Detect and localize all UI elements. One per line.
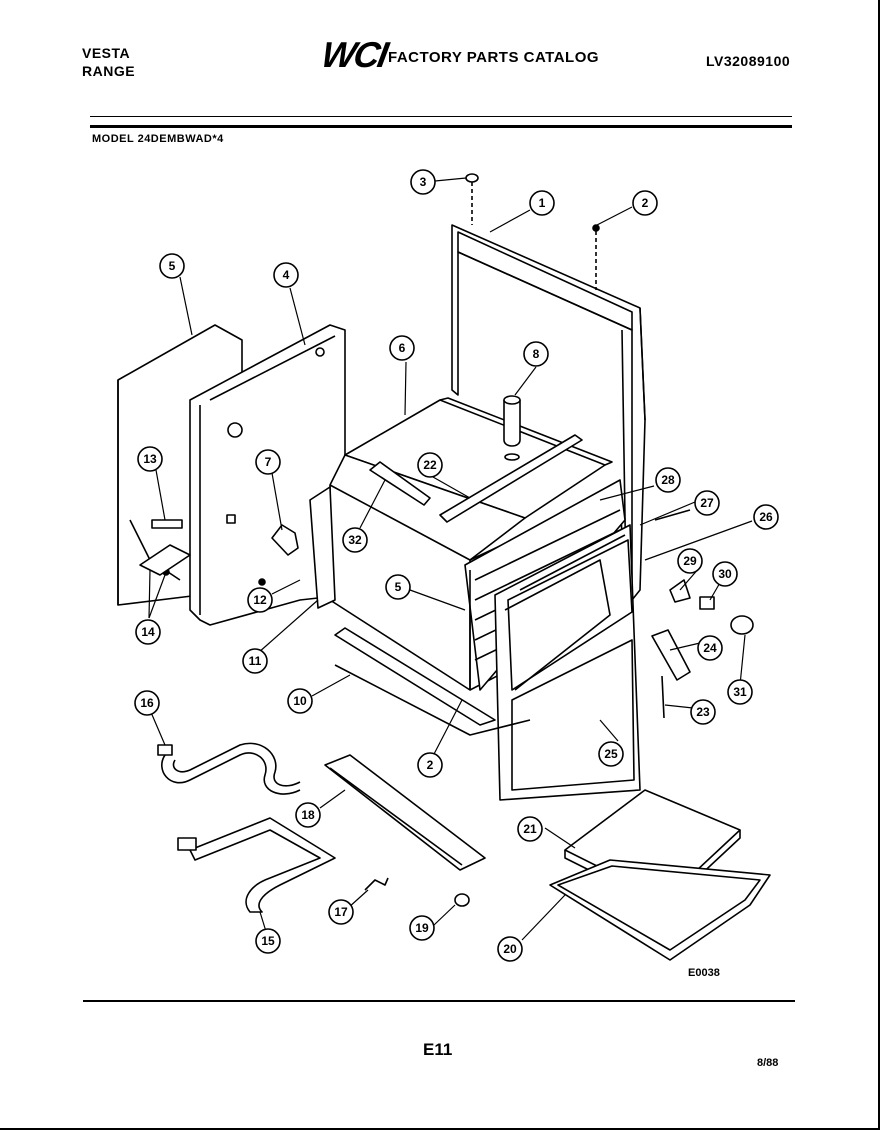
part-bake-element bbox=[157, 742, 301, 795]
callout-label: 7 bbox=[265, 455, 272, 469]
callout-15 bbox=[255, 928, 281, 954]
callout-labels: 1 2 2 3 4 5 5 6 7 8 10 11 12 13 14 15 16… bbox=[140, 175, 773, 956]
callout-7 bbox=[255, 449, 281, 475]
part-broiler-pan bbox=[549, 859, 771, 961]
callout-label: 26 bbox=[759, 510, 773, 524]
catalog-title: FACTORY PARTS CATALOG bbox=[388, 49, 600, 66]
callout-label: 2 bbox=[427, 758, 434, 772]
callout-19 bbox=[409, 915, 435, 941]
callout-label: 21 bbox=[523, 822, 537, 836]
callout-24 bbox=[697, 635, 723, 661]
part-clip bbox=[364, 877, 389, 891]
callout-label: 4 bbox=[283, 268, 290, 282]
callout-label: 13 bbox=[143, 452, 157, 466]
callout-2b bbox=[417, 752, 443, 778]
callout-label: 8 bbox=[533, 347, 540, 361]
callout-14 bbox=[135, 619, 161, 645]
callout-31 bbox=[727, 679, 753, 705]
callout-26 bbox=[753, 504, 779, 530]
callout-label: 31 bbox=[733, 685, 747, 699]
callout-label: 30 bbox=[718, 567, 732, 581]
brand-name: VESTA bbox=[82, 45, 131, 61]
callout-label: 2 bbox=[642, 196, 649, 210]
callout-17 bbox=[328, 899, 354, 925]
callout-label: 11 bbox=[249, 654, 262, 668]
footer-rule bbox=[83, 1000, 795, 1002]
callout-label: 27 bbox=[700, 496, 714, 510]
model-number: MODEL 24DEMBWAD*4 bbox=[92, 133, 224, 145]
callout-label: 18 bbox=[301, 808, 315, 822]
callout-label: 24 bbox=[703, 641, 717, 655]
part-screws bbox=[139, 173, 600, 586]
callout-2a bbox=[632, 190, 658, 216]
callout-5a bbox=[159, 253, 185, 279]
part-vent-tube bbox=[503, 395, 521, 461]
callout-label: 14 bbox=[141, 625, 155, 639]
callout-25 bbox=[598, 741, 624, 767]
callout-label: 6 bbox=[399, 341, 406, 355]
callout-label: 3 bbox=[420, 175, 427, 189]
part-gasket bbox=[271, 524, 299, 556]
callout-label: 29 bbox=[683, 554, 697, 568]
callout-label: 5 bbox=[395, 580, 402, 594]
callout-label: 17 bbox=[334, 905, 348, 919]
part-roller bbox=[454, 893, 470, 907]
part-hinge-components bbox=[651, 509, 754, 719]
callout-label: 20 bbox=[503, 942, 517, 956]
callout-label: 5 bbox=[169, 259, 176, 273]
product-type: RANGE bbox=[82, 63, 136, 79]
callout-label: 25 bbox=[604, 747, 618, 761]
part-rail bbox=[439, 434, 583, 523]
callout-1 bbox=[529, 190, 555, 216]
callout-16 bbox=[134, 690, 160, 716]
callout-3 bbox=[410, 169, 436, 195]
brand-block: VESTA RANGE bbox=[82, 44, 135, 80]
part-bottom-pan bbox=[334, 627, 531, 736]
figure-code: E0038 bbox=[688, 967, 720, 979]
callout-22 bbox=[417, 452, 443, 478]
callout-29 bbox=[677, 548, 703, 574]
callout-20 bbox=[497, 936, 523, 962]
part-bracket bbox=[369, 461, 431, 506]
callout-label: 32 bbox=[348, 533, 362, 547]
callout-label: 10 bbox=[293, 694, 307, 708]
callout-21 bbox=[517, 816, 543, 842]
part-side-strip bbox=[309, 486, 336, 609]
callout-5b bbox=[385, 574, 411, 600]
page-code: E11 bbox=[423, 1040, 453, 1059]
callout-label: 1 bbox=[539, 196, 546, 210]
callout-18 bbox=[295, 802, 321, 828]
callout-label: 22 bbox=[423, 458, 437, 472]
callout-30 bbox=[712, 561, 738, 587]
header-rule-thin bbox=[90, 116, 792, 117]
catalog-number: LV32089100 bbox=[706, 53, 791, 69]
callout-8 bbox=[523, 341, 549, 367]
part-broil-element bbox=[177, 817, 336, 913]
callout-label: 15 bbox=[261, 934, 275, 948]
part-oven-door bbox=[494, 524, 641, 801]
callout-28 bbox=[655, 467, 681, 493]
callout-23 bbox=[690, 699, 716, 725]
callout-12 bbox=[247, 587, 273, 613]
callout-27 bbox=[694, 490, 720, 516]
callout-label: 12 bbox=[253, 593, 267, 607]
callout-label: 16 bbox=[140, 696, 154, 710]
callout-label: 28 bbox=[661, 473, 675, 487]
callout-bubbles bbox=[134, 169, 779, 962]
part-inner-side-panel bbox=[189, 324, 346, 626]
callout-32 bbox=[342, 527, 368, 553]
callout-11 bbox=[242, 648, 268, 674]
part-drawer-rail bbox=[324, 754, 486, 871]
callout-6 bbox=[389, 335, 415, 361]
callout-label: 23 bbox=[696, 705, 710, 719]
callout-4 bbox=[273, 262, 299, 288]
callout-10 bbox=[287, 688, 313, 714]
callout-13 bbox=[137, 446, 163, 472]
revision-date: 8/88 bbox=[757, 1057, 779, 1069]
callout-label: 19 bbox=[415, 921, 429, 935]
header-rule-thick bbox=[90, 125, 792, 128]
